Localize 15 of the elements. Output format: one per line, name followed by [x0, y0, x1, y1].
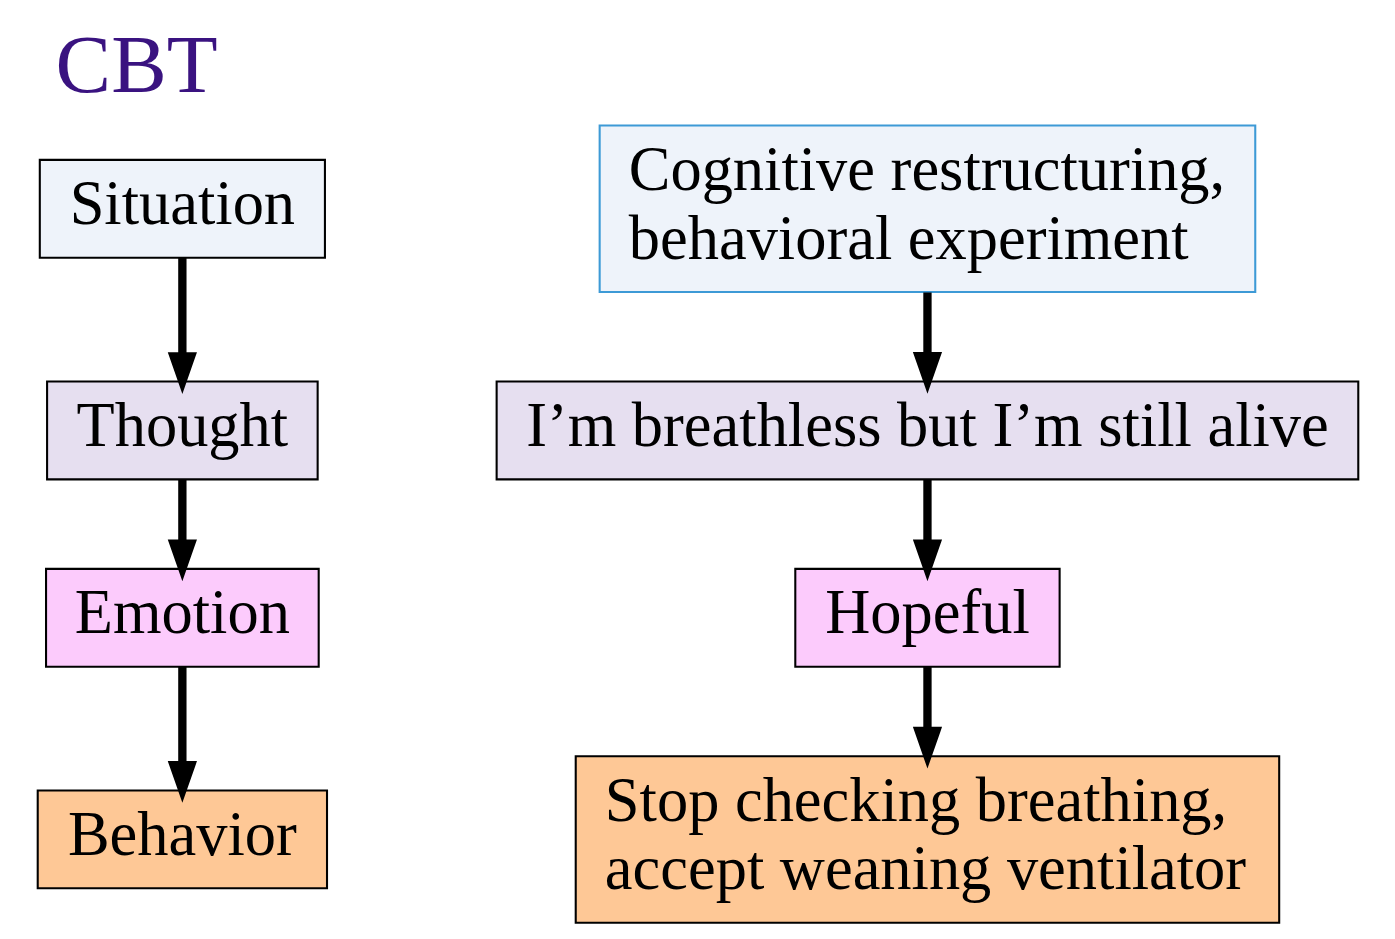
- arrow: [912, 292, 942, 394]
- node-box: Thought: [45, 380, 319, 480]
- node-box: Cognitive restructuring, behavioral experiment: [598, 124, 1256, 293]
- arrow: [167, 257, 197, 394]
- node-box: Emotion: [44, 567, 320, 668]
- node-box: Hopeful: [793, 567, 1061, 668]
- node-box: Situation: [38, 158, 326, 259]
- diagram-title: CBT: [55, 17, 218, 110]
- node-box: Behavior: [36, 788, 328, 889]
- arrow: [167, 666, 197, 803]
- arrow: [167, 479, 197, 581]
- node-box: I’m breathless but I’m still alive: [495, 380, 1359, 480]
- arrow: [912, 666, 942, 769]
- node-box: Stop checking breathing, accept weaning ventilator: [574, 754, 1280, 924]
- arrow: [912, 479, 942, 581]
